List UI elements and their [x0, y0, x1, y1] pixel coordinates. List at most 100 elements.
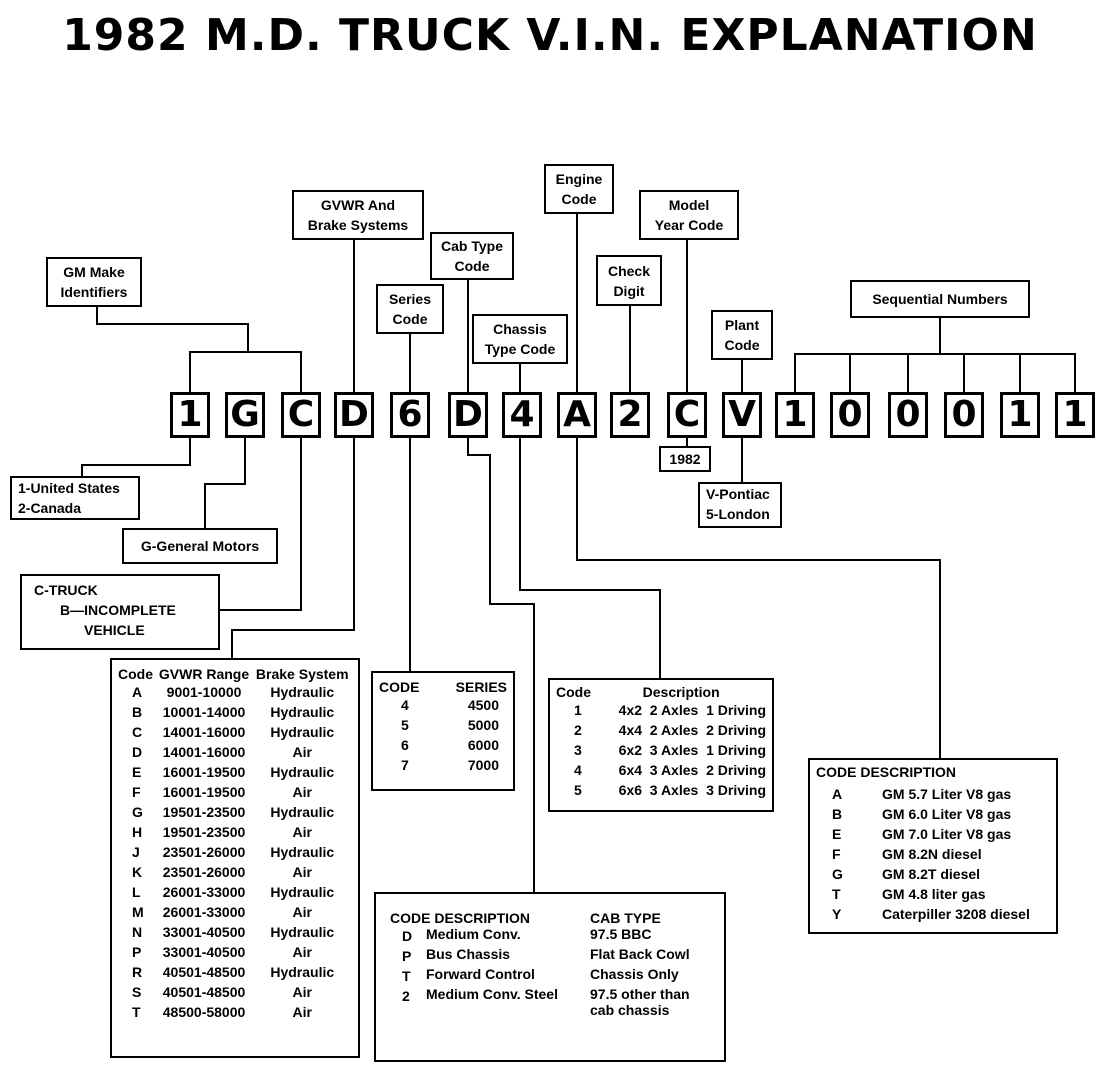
model-year-label: Model Year Code	[639, 190, 739, 240]
gvwr-brake: Air	[292, 904, 312, 920]
cab-code: D	[402, 928, 413, 944]
cab-type-label: Cab Type Code	[430, 232, 514, 280]
gvwr-range: 9001-10000	[166, 684, 242, 700]
cab-code: 2	[402, 988, 410, 1004]
sequential-label: Sequential Numbers	[850, 280, 1030, 318]
gvwr-code: E	[132, 764, 142, 780]
check-digit-label: Check Digit	[596, 255, 662, 306]
engine-label: Engine Code	[544, 164, 614, 214]
gvwr-brake: Hydraulic	[270, 804, 335, 820]
table-row: B GM 6.0 Liter V8 gas	[816, 804, 1050, 824]
vin-char: C	[281, 392, 321, 438]
chassis-code: 2	[574, 722, 582, 738]
table-row: 2 Medium Conv. Steel 97.5 other than cab c…	[390, 986, 710, 1018]
gvwr-code: M	[132, 904, 144, 920]
series-header-series: SERIES	[455, 679, 507, 695]
gvwr-brake: Air	[292, 944, 312, 960]
engine-code: T	[832, 886, 841, 902]
gvwr-brake: Hydraulic	[270, 684, 335, 700]
gvwr-range: 40501-48500	[162, 964, 246, 980]
gvwr-brake: Hydraulic	[270, 724, 335, 740]
gvwr-brake: Hydraulic	[270, 884, 335, 900]
gvwr-range: 48500-58000	[162, 1004, 246, 1020]
gvwr-code: B	[132, 704, 143, 720]
connector-chassis-table	[519, 436, 661, 678]
chassis-description: 4x2 2 Axles 1 Driving	[618, 702, 766, 718]
series-code: 7	[401, 757, 409, 773]
connector-truck	[220, 436, 302, 611]
engine-code: Y	[832, 906, 842, 922]
vin-char: 4	[502, 392, 542, 438]
vin-char: 0	[888, 392, 928, 438]
country-decode: 1-United States 2-Canada	[10, 476, 140, 520]
chassis-header-description: Description	[642, 684, 720, 700]
gvwr-brake: Air	[292, 864, 312, 880]
gvwr-brake: Air	[292, 824, 312, 840]
series-label: Series Code	[376, 284, 444, 334]
cab-header-type: CAB TYPE	[590, 910, 661, 926]
vin-char: 0	[830, 392, 870, 438]
engine-description: GM 8.2N diesel	[882, 846, 982, 862]
cab-type: 97.5 other than cab chassis	[590, 986, 690, 1018]
gvwr-range: 16001-19500	[162, 784, 246, 800]
gvwr-brake: Air	[292, 1004, 312, 1020]
vin-char: V	[722, 392, 762, 438]
gvwr-code: H	[132, 824, 143, 840]
vin-char: 6	[390, 392, 430, 438]
connector-engine-table	[576, 436, 941, 758]
gvwr-range: 14001-16000	[162, 744, 246, 760]
engine-code: F	[832, 846, 841, 862]
gvwr-range: 23501-26000	[162, 844, 246, 860]
vin-char: 0	[944, 392, 984, 438]
vin-char: 2	[610, 392, 650, 438]
chassis-description: 4x4 2 Axles 2 Driving	[618, 722, 766, 738]
gvwr-code: S	[132, 984, 142, 1000]
engine-code: A	[832, 786, 843, 802]
engine-code: G	[832, 866, 843, 882]
chassis-type-label: Chassis Type Code	[472, 314, 568, 364]
series-header-code: CODE	[379, 679, 420, 695]
chassis-code: 1	[574, 702, 582, 718]
chassis-description: 6x4 3 Axles 2 Driving	[618, 762, 766, 778]
cab-code: P	[402, 948, 412, 964]
cab-description: Bus Chassis	[426, 946, 511, 962]
plant-decode: V-Pontiac 5-London	[698, 482, 782, 528]
table-row: 1 4x2 2 Axles 1 Driving	[556, 700, 766, 720]
chassis-description: 6x6 3 Axles 3 Driving	[618, 782, 766, 798]
gvwr-range: 40501-48500	[162, 984, 246, 1000]
gvwr-code: J	[132, 844, 140, 860]
gvwr-code: P	[132, 944, 142, 960]
gvwr-range: 26001-33000	[162, 904, 246, 920]
table-row: F GM 8.2N diesel	[816, 844, 1050, 864]
series-value: 5000	[467, 717, 499, 733]
vin-char: 1	[1000, 392, 1040, 438]
make-decode: G-General Motors	[122, 528, 278, 564]
cab-description: Medium Conv. Steel	[426, 986, 558, 1002]
cab-description: Forward Control	[426, 966, 535, 982]
cab-type: Flat Back Cowl	[590, 946, 690, 962]
engine-description: GM 6.0 Liter V8 gas	[882, 806, 1012, 822]
gvwr-range: 19501-23500	[162, 804, 246, 820]
engine-code: B	[832, 806, 843, 822]
gvwr-range: 23501-26000	[162, 864, 246, 880]
table-row: P Bus Chassis Flat Back Cowl	[390, 946, 710, 966]
